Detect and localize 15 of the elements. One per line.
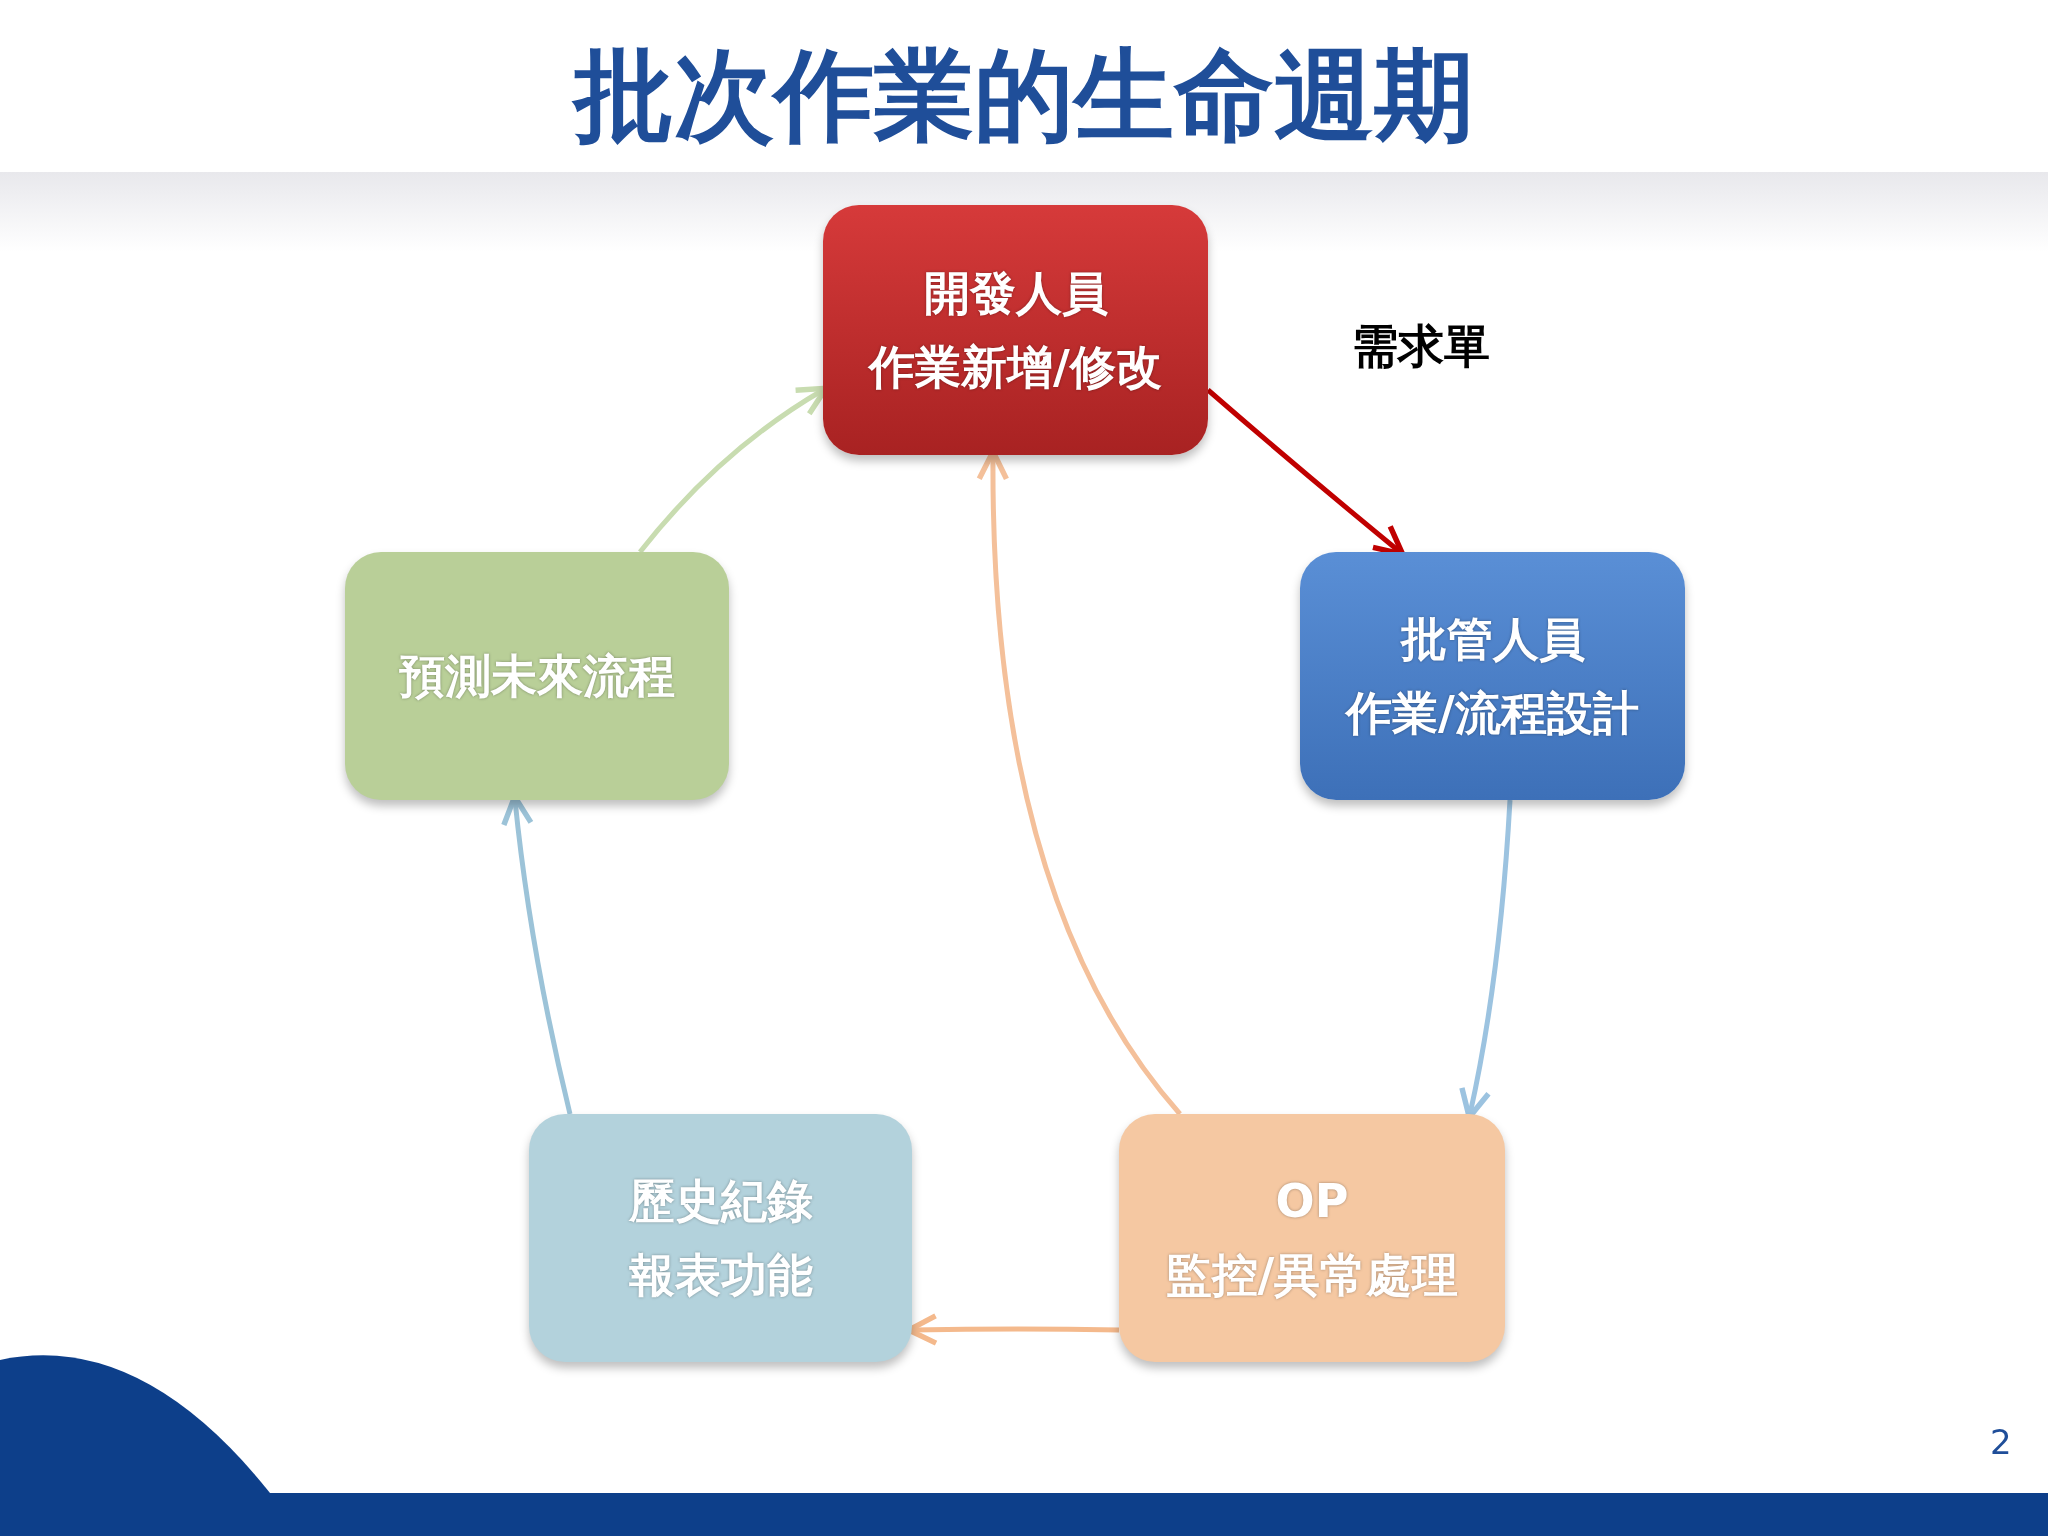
page-number: 2 bbox=[1990, 1422, 2012, 1462]
box-heading: 開發人員 bbox=[923, 265, 1108, 322]
box-heading: OP bbox=[1275, 1173, 1349, 1230]
box-text: 作業新增/修改 bbox=[869, 339, 1162, 396]
box-text: 報表功能 bbox=[628, 1247, 813, 1304]
process-box bbox=[529, 1114, 912, 1362]
box-heading: 批管人員 bbox=[1400, 611, 1585, 668]
box-heading: 歷史紀錄 bbox=[628, 1173, 813, 1230]
process-box bbox=[1119, 1114, 1505, 1362]
process-box bbox=[345, 552, 729, 800]
process-box bbox=[1300, 552, 1685, 800]
box-text: 作業/流程設計 bbox=[1346, 685, 1639, 742]
box-text: 監控/異常處理 bbox=[1165, 1247, 1459, 1304]
process-box bbox=[823, 205, 1208, 455]
box-text: 預測未來流程 bbox=[399, 648, 675, 705]
